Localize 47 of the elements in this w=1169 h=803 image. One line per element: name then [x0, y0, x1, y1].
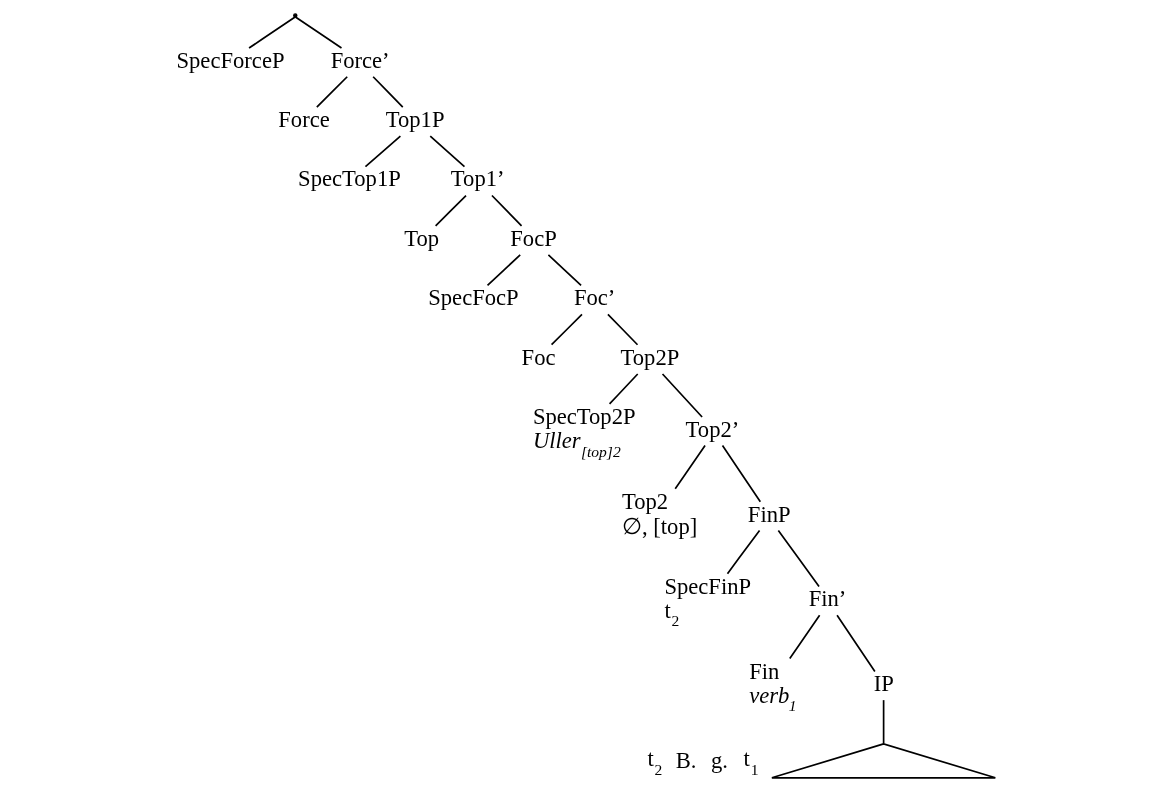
connector [726, 529, 761, 575]
connector [788, 614, 821, 660]
node-label: t$_{1}$ [743, 746, 759, 778]
node-text: SpecTop1P [298, 166, 401, 192]
node-text: Top2P [620, 344, 680, 370]
connector [248, 16, 296, 49]
node-text: SpecTop2P Uller$_{[top]2}$ [532, 403, 636, 460]
connector [294, 16, 343, 49]
connector [364, 135, 402, 168]
node-text: Foc [521, 344, 556, 370]
node-triangle [771, 742, 997, 779]
node-text: Top2 ∅, [top] [621, 488, 698, 540]
connector [607, 313, 639, 346]
connector [777, 529, 820, 588]
node-text: Force’ [330, 47, 390, 73]
node-label: B. [675, 747, 697, 773]
connector [836, 614, 876, 673]
node-text: SpecFocP [428, 285, 519, 311]
connector [661, 373, 703, 418]
node-text: IP [873, 671, 894, 697]
connector [721, 444, 762, 503]
node-point [293, 13, 298, 18]
connector [674, 444, 706, 490]
node-text: Top2’ [685, 416, 740, 442]
connector [486, 254, 522, 287]
node-label: g. [711, 747, 729, 773]
node-text: Top1’ [450, 166, 505, 192]
node-text: SpecForceP [176, 47, 285, 73]
node-text: Foc’ [573, 285, 616, 311]
node-text: Force [278, 106, 330, 132]
node-text: FocP [510, 225, 557, 251]
connector [882, 699, 885, 745]
node-text: FinP [747, 501, 791, 527]
connector [608, 373, 639, 405]
connector [550, 313, 583, 346]
node-text: SpecFinP t$_{2}$ [664, 573, 752, 630]
node-text: Top1P [385, 106, 445, 132]
connector [547, 254, 582, 287]
node-text: Fin’ [808, 586, 847, 612]
node-label: t$_{2}$ [647, 746, 663, 778]
connector [434, 194, 467, 227]
connector [429, 135, 466, 168]
node-text: Fin verb$_{1}$ [749, 658, 797, 715]
connector [372, 75, 404, 108]
connector [491, 194, 523, 227]
node-text: Top [404, 225, 440, 251]
connector [315, 75, 349, 108]
